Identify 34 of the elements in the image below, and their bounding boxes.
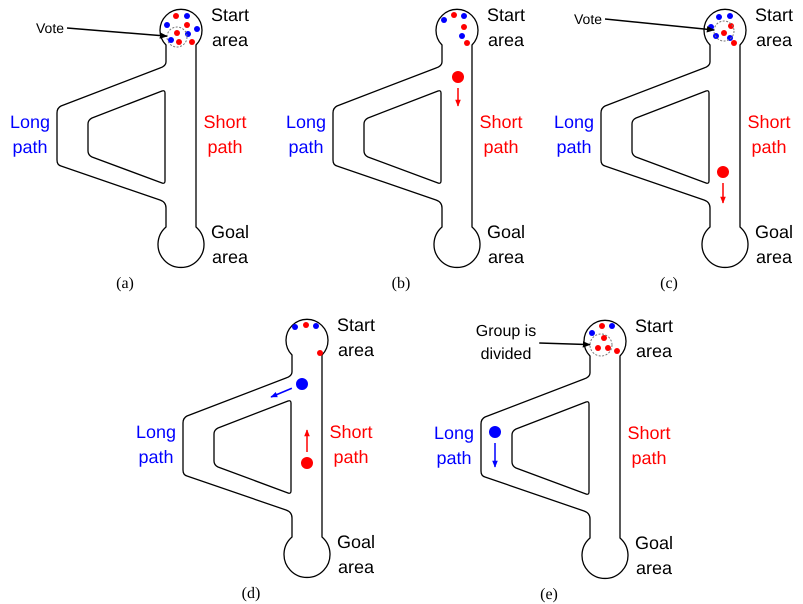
dashed-circle xyxy=(166,26,188,48)
leader-arrow xyxy=(66,27,168,39)
panel-caption: (e) xyxy=(539,585,559,604)
area-label: Start area xyxy=(634,315,674,363)
path-label: Long path xyxy=(284,111,328,159)
leader-arrow xyxy=(604,18,715,32)
area-label: Start area xyxy=(486,4,526,52)
dashed-circle xyxy=(590,334,612,356)
callout-text: Vote xyxy=(20,18,80,38)
area-label: Start area xyxy=(754,4,794,52)
path-label: Short path xyxy=(478,111,524,159)
panel-caption: (d) xyxy=(240,584,262,604)
panel-caption: (b) xyxy=(390,274,412,294)
path-label: Short path xyxy=(626,422,672,470)
dashed-circle xyxy=(714,20,734,42)
path-label: Short path xyxy=(328,421,374,469)
leader-arrow xyxy=(539,341,591,348)
area-label: Goal area xyxy=(634,532,674,580)
path-label: Long path xyxy=(8,111,52,159)
area-label: Goal area xyxy=(336,531,376,579)
path-label: Short path xyxy=(746,111,792,159)
panel-caption: (c) xyxy=(659,274,679,294)
path-label: Long path xyxy=(134,421,178,469)
path-label: Long path xyxy=(552,111,596,159)
panel-caption: (a) xyxy=(115,274,135,294)
path-label: Short path xyxy=(202,111,248,159)
path-label: Long path xyxy=(432,422,476,470)
callout-text: Group is divided xyxy=(460,320,552,366)
callout-text: Vote xyxy=(558,9,618,29)
area-label: Goal area xyxy=(486,221,526,269)
area-label: Goal area xyxy=(754,221,794,269)
area-label: Goal area xyxy=(210,221,250,269)
area-label: Start area xyxy=(336,314,376,362)
area-label: Start area xyxy=(210,4,250,52)
